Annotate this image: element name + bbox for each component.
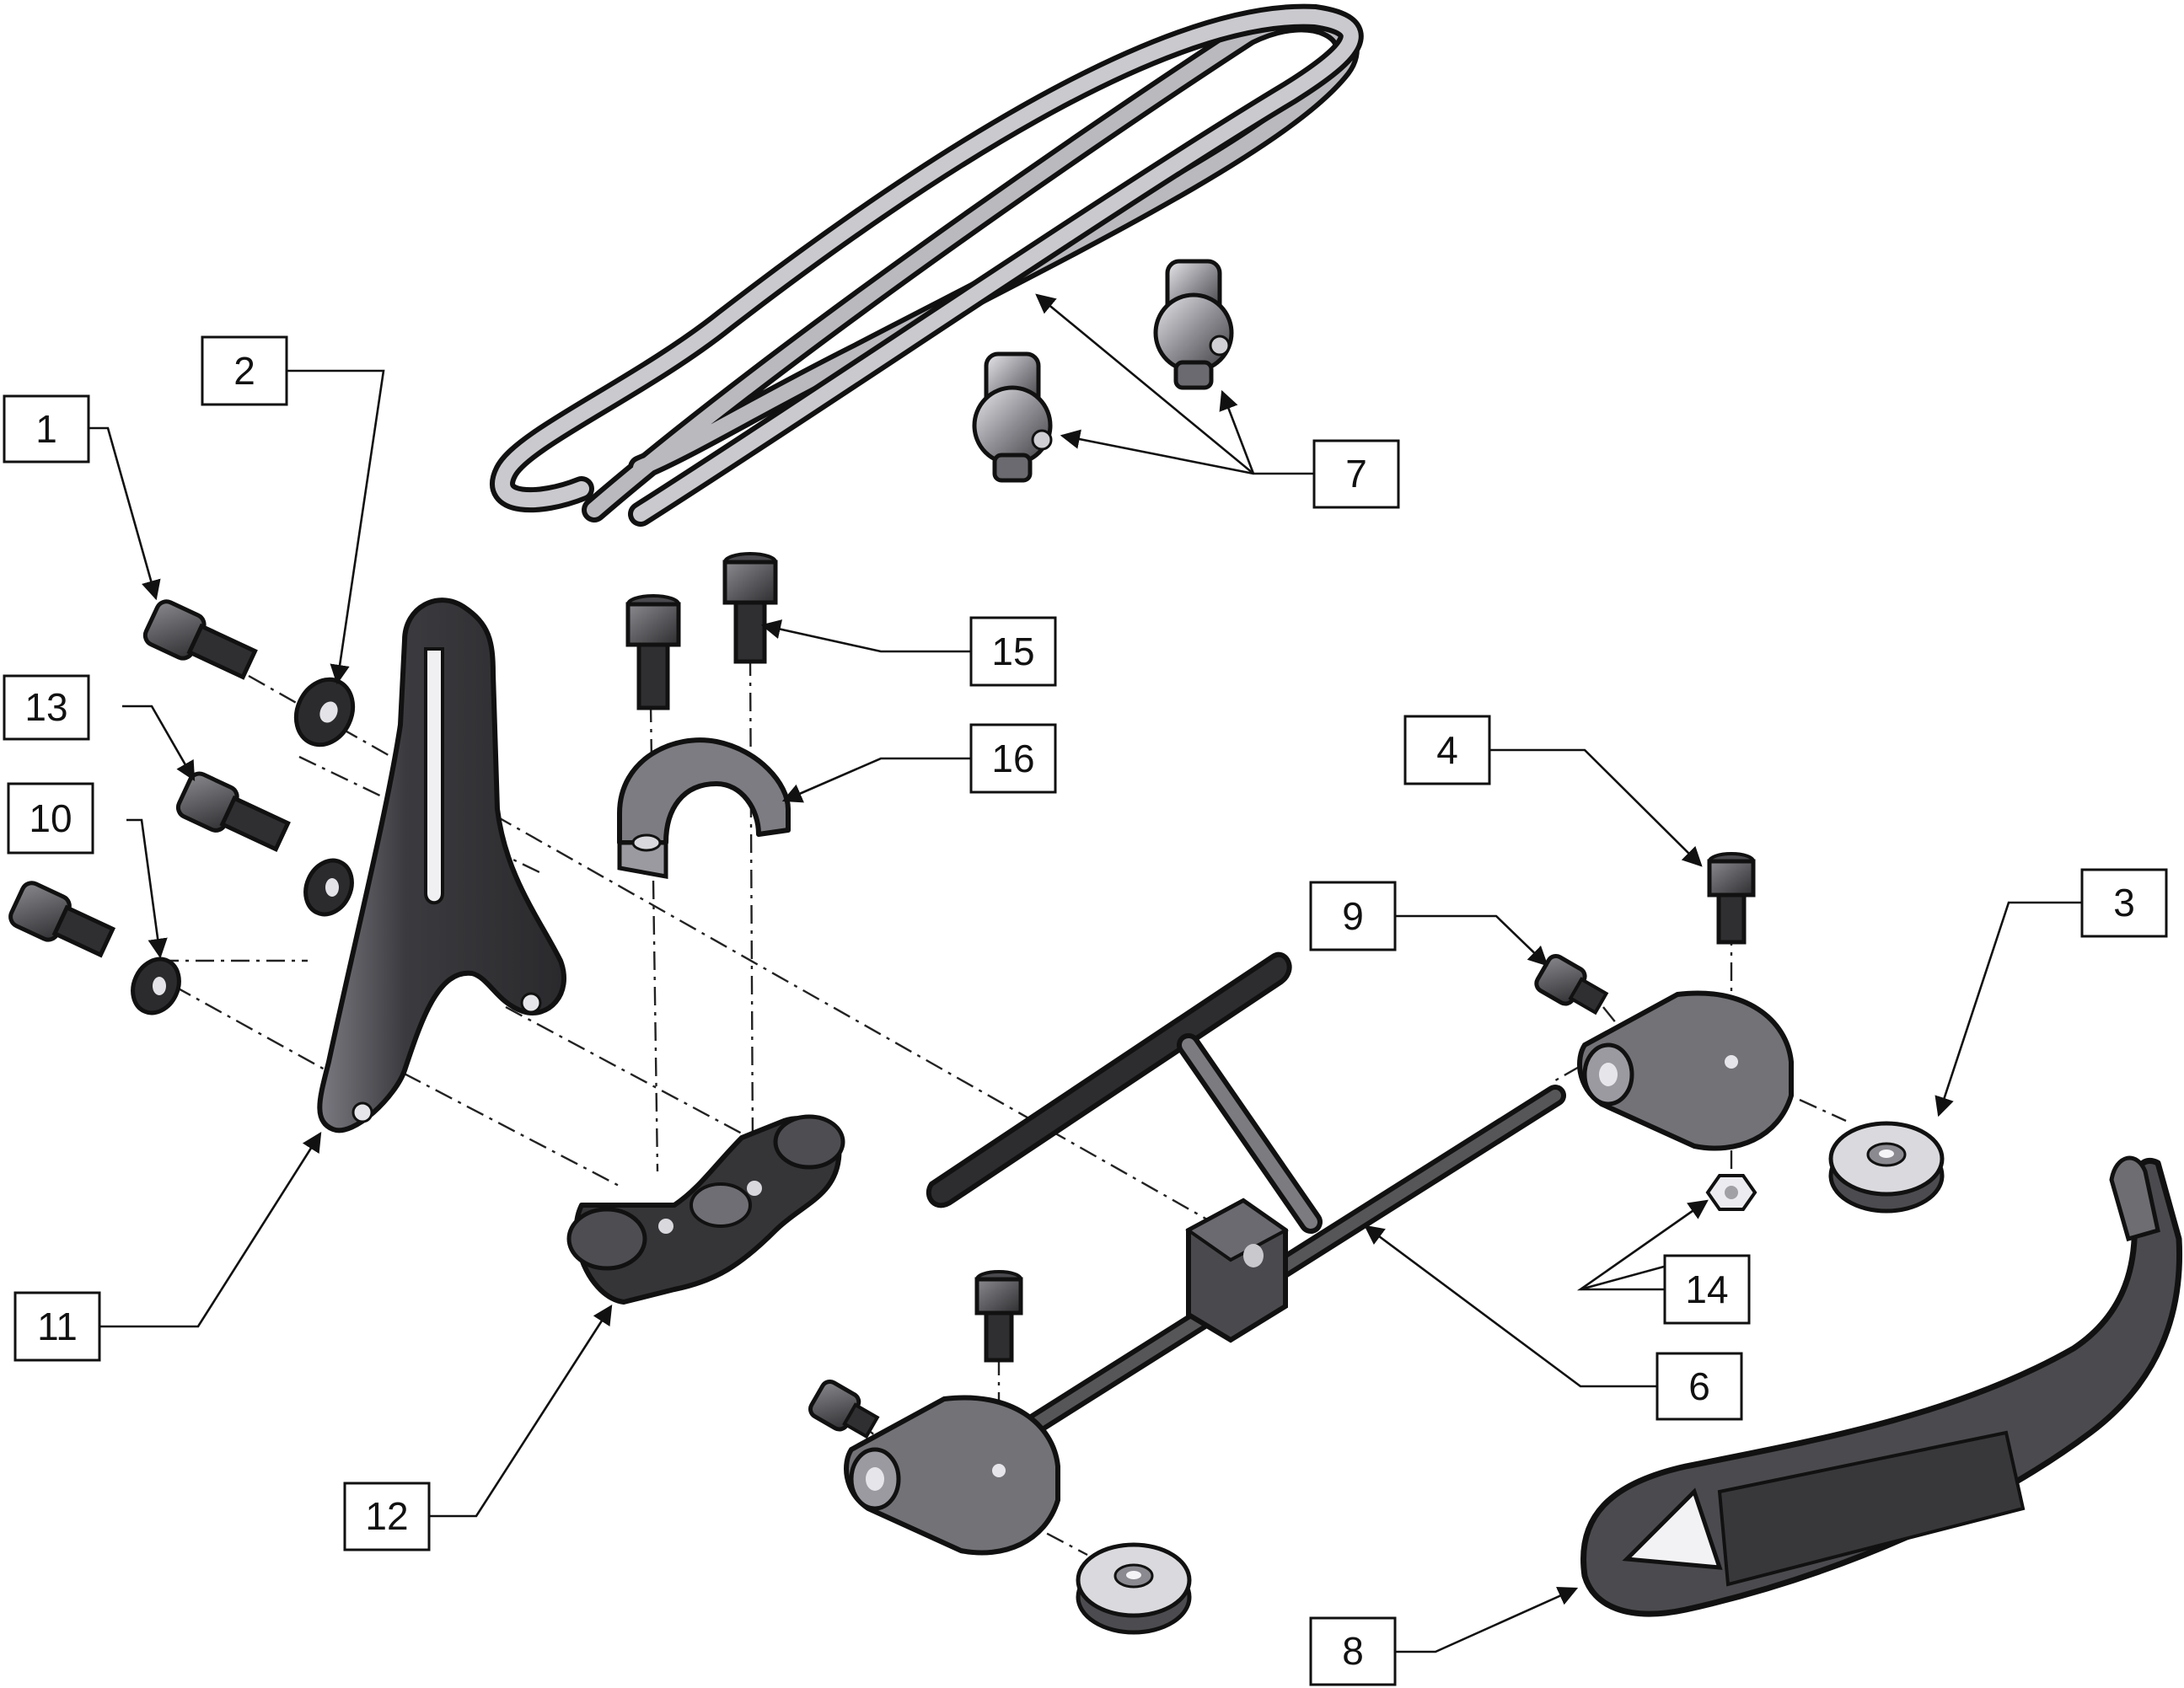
callout-10: 10 [7, 782, 94, 855]
callout-label: 1 [35, 407, 57, 451]
set-screw-part-9 [1534, 954, 1609, 1015]
ball-knob-upper [1153, 259, 1234, 390]
callout-label: 3 [2113, 881, 2135, 924]
washer-part-2 [293, 677, 356, 748]
clamp-base-part-12 [566, 1114, 845, 1305]
callout-11: 11 [13, 1291, 101, 1362]
callout-label: 13 [24, 685, 67, 729]
callout-1: 1 [3, 394, 90, 464]
curved-strap-part-8 [1580, 1155, 2183, 1617]
cap-screw-part-15-left [625, 594, 681, 710]
callout-4: 4 [1403, 715, 1491, 785]
t-frame-part-6 [926, 951, 1566, 1460]
callout-label: 2 [233, 349, 255, 393]
cap-screw-part-15-right [722, 552, 778, 664]
lever-block-right [1577, 990, 1794, 1151]
hex-nut-part-14 [1705, 1174, 1757, 1211]
leader-lines [89, 293, 2082, 1653]
callout-label: 16 [991, 737, 1034, 780]
callout-label: 14 [1685, 1267, 1728, 1311]
cord-loop-part [490, 3, 1364, 527]
callout-13: 13 [3, 674, 90, 741]
callout-15: 15 [969, 616, 1057, 687]
callout-8: 8 [1309, 1616, 1397, 1686]
pulley-lower [1076, 1542, 1192, 1635]
cap-screw-part-13 [175, 771, 291, 852]
ball-knob-lower [972, 351, 1053, 483]
pulley-part-3 [1828, 1121, 1945, 1214]
callout-14: 14 [1663, 1254, 1751, 1325]
washer-part-13 [303, 858, 354, 917]
callout-label: 8 [1342, 1629, 1364, 1673]
cap-screw-part-1 [142, 599, 258, 680]
callout-16: 16 [969, 723, 1057, 794]
bracket-plate-part-11 [317, 597, 566, 1133]
callout-2: 2 [201, 335, 288, 406]
callout-label: 9 [1342, 894, 1364, 938]
set-screw-lower [808, 1380, 880, 1439]
cap-screw-part-4 [1707, 852, 1756, 945]
callout-12: 12 [343, 1482, 431, 1551]
callout-label: 15 [991, 630, 1034, 673]
callout-label: 11 [37, 1305, 78, 1348]
callout-label: 12 [365, 1494, 408, 1538]
callout-6: 6 [1655, 1352, 1743, 1421]
clamp-cap-part-16 [617, 737, 791, 879]
callout-3: 3 [2080, 868, 2168, 938]
lever-block-lower [844, 1395, 1060, 1556]
callout-9: 9 [1309, 881, 1397, 951]
cap-screw-part-10 [8, 881, 116, 958]
callout-label: 10 [29, 796, 72, 840]
callout-label: 7 [1345, 452, 1367, 496]
cap-screw-lower [974, 1270, 1023, 1363]
callout-label: 6 [1688, 1364, 1710, 1408]
washer-part-10 [131, 957, 181, 1015]
callout-label: 4 [1436, 728, 1458, 772]
callout-7: 7 [1312, 439, 1400, 509]
